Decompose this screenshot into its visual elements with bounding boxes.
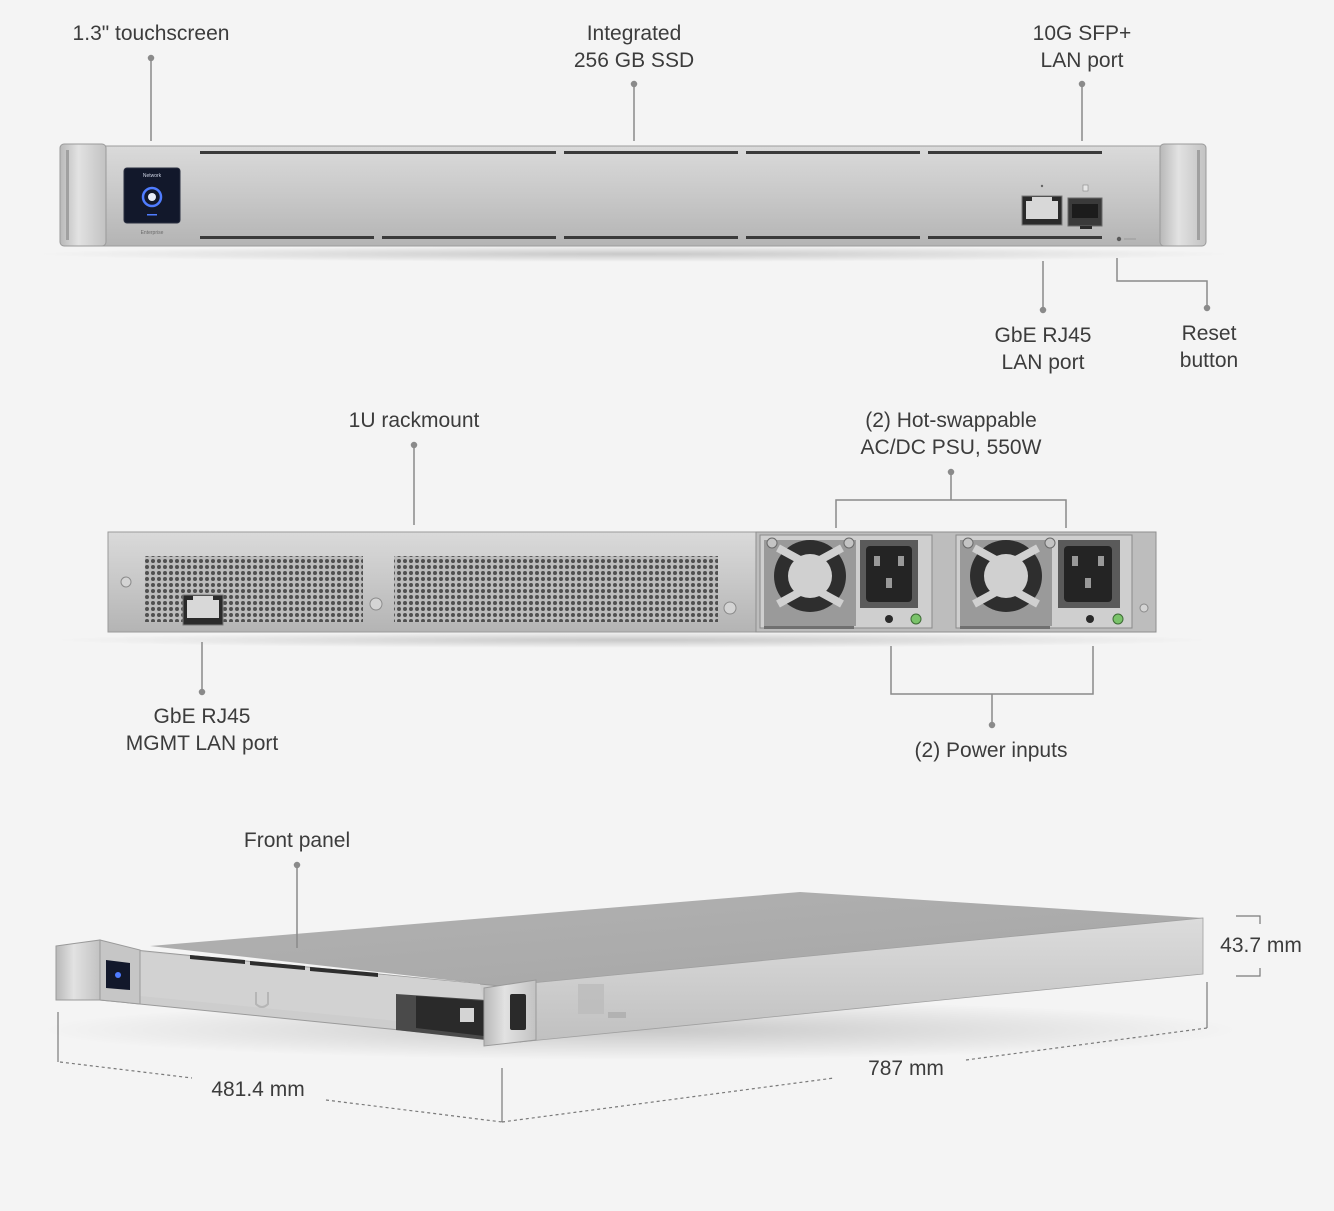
brand-label: Enterprise bbox=[141, 230, 164, 236]
callout-ssd: Integrated 256 GB SSD bbox=[573, 22, 695, 72]
rear-view bbox=[52, 531, 1212, 648]
callout-rj45-lan-port: GbE RJ45 LAN port bbox=[994, 324, 1092, 374]
callout-rackmount: 1U rackmount bbox=[348, 409, 480, 432]
callout-reset-button: Reset button bbox=[1179, 322, 1239, 372]
isometric-view bbox=[40, 892, 1240, 1060]
front-view: Network Enterprise bbox=[34, 143, 1234, 262]
reset-button-hole bbox=[1116, 236, 1122, 242]
dimension-height: 43.7 mm bbox=[1220, 934, 1302, 957]
rear-callout-lines bbox=[198, 441, 1094, 729]
dimension-width: 481.4 mm bbox=[211, 1078, 305, 1101]
callout-psu: (2) Hot-swappable AC/DC PSU, 550W bbox=[860, 409, 1042, 459]
power-inlet-2 bbox=[1064, 546, 1112, 602]
psu-unit-2 bbox=[955, 534, 1133, 629]
callout-power-inputs: (2) Power inputs bbox=[914, 739, 1068, 762]
rear-vent-left bbox=[145, 556, 363, 622]
callout-touchscreen: 1.3" touchscreen bbox=[72, 22, 230, 45]
rear-vent-right bbox=[394, 556, 718, 622]
psu-unit-1 bbox=[759, 534, 933, 629]
power-inlet-1 bbox=[866, 546, 912, 602]
front-chassis bbox=[99, 145, 1167, 247]
screen-label: Network bbox=[143, 173, 162, 179]
dimension-depth: 787 mm bbox=[868, 1057, 944, 1080]
iso-top-surface bbox=[150, 892, 1203, 986]
callout-sfp-port: 10G SFP+ LAN port bbox=[1032, 22, 1132, 72]
front-callout-lines bbox=[147, 54, 1211, 314]
callout-front-panel: Front panel bbox=[243, 829, 351, 852]
left-rack-ear bbox=[59, 143, 107, 247]
callout-mgmt-port: GbE RJ45 MGMT LAN port bbox=[125, 705, 279, 755]
iso-callout-lines bbox=[293, 861, 301, 948]
dimension-lines bbox=[57, 915, 1261, 1123]
right-rack-ear bbox=[1159, 143, 1207, 247]
front-vent-slots bbox=[200, 151, 1102, 239]
